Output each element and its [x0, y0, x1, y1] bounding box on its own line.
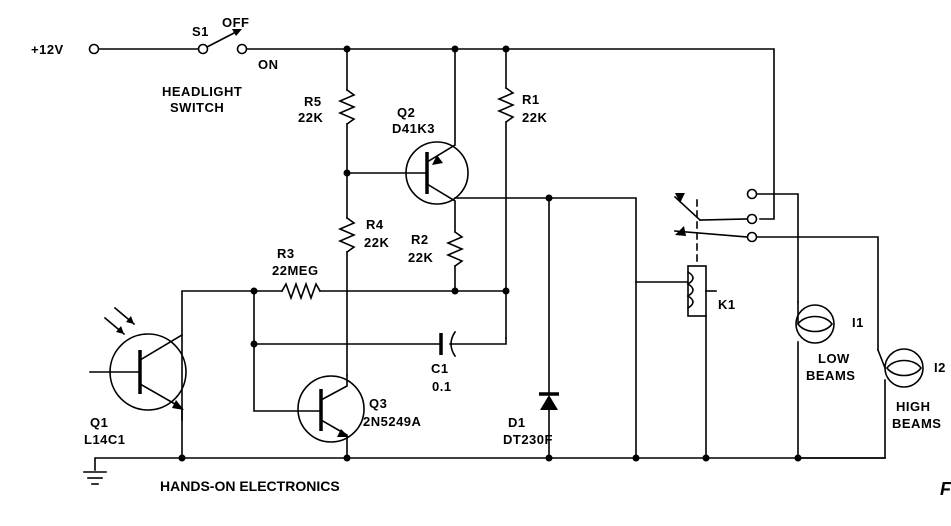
i1-line1: LOW — [818, 351, 850, 366]
switch-name-line2: SWITCH — [170, 100, 224, 115]
resistor-r2 — [445, 230, 465, 268]
r3-ref: R3 — [277, 246, 295, 261]
transistor-q3 — [297, 374, 365, 459]
supply-terminal — [88, 43, 100, 55]
d1-ref: D1 — [508, 415, 526, 430]
switch-on-label: ON — [258, 57, 279, 72]
q2-ref: Q2 — [397, 105, 415, 120]
diode-d1 — [539, 392, 559, 410]
phototransistor-q1 — [89, 333, 187, 459]
r4-ref: R4 — [366, 217, 384, 232]
wire — [253, 290, 299, 412]
resistor-r3 — [280, 281, 322, 301]
wire — [876, 348, 887, 370]
q2-part: D41K3 — [392, 121, 435, 136]
wire — [449, 337, 507, 345]
resistor-r5 — [337, 88, 357, 126]
junction-dot — [178, 454, 186, 462]
i2-line2: BEAMS — [892, 416, 941, 431]
ground-rail — [94, 457, 886, 471]
light-arrows-icon — [103, 306, 136, 336]
r5-ref: R5 — [304, 94, 322, 109]
junction-dot — [451, 287, 459, 295]
q2-collector-wire — [454, 197, 689, 283]
junction-dot — [502, 287, 510, 295]
transistor-q2 — [346, 48, 469, 233]
q1-ref: Q1 — [90, 415, 108, 430]
low-beam-wire — [756, 193, 799, 303]
i2-line1: HIGH — [896, 399, 931, 414]
junction-dot — [343, 454, 351, 462]
r2-ref: R2 — [411, 232, 429, 247]
r3-value: 22MEG — [272, 263, 319, 278]
supply-label: +12V — [31, 42, 64, 57]
r1-value: 22K — [522, 110, 547, 125]
d1-part: DT230F — [503, 432, 553, 447]
junction-dot — [632, 454, 640, 462]
junction-dot — [794, 454, 802, 462]
switch-off-label: OFF — [222, 15, 250, 30]
r2-value: 22K — [408, 250, 433, 265]
resistor-r4 — [337, 216, 357, 254]
q3-ref: Q3 — [369, 396, 387, 411]
lamp-i1 — [795, 304, 835, 344]
q3-part: 2N5249A — [363, 414, 422, 429]
i2-ref: I2 — [934, 360, 946, 375]
q1-part: L14C1 — [84, 432, 126, 447]
junction-dot — [545, 454, 553, 462]
k1-ref: K1 — [718, 297, 736, 312]
junction-dot — [250, 340, 258, 348]
i1-line2: BEAMS — [806, 368, 855, 383]
wire — [181, 290, 283, 421]
r5-value: 22K — [298, 110, 323, 125]
publisher-credit: HANDS-ON ELECTRONICS — [160, 478, 340, 494]
ground-icon — [83, 471, 107, 485]
lamp-i2 — [884, 348, 924, 388]
switch-name-line1: HEADLIGHT — [162, 84, 242, 99]
switch-ref: S1 — [192, 24, 209, 39]
junction-dot — [343, 169, 351, 177]
junction-dot — [702, 454, 710, 462]
r1-ref: R1 — [522, 92, 540, 107]
resistor-r1 — [496, 86, 516, 124]
c1-value: 0.1 — [432, 379, 452, 394]
wire — [797, 379, 886, 459]
relay-k1 — [673, 188, 758, 317]
figure-mark: F — [940, 479, 951, 499]
r4-value: 22K — [364, 235, 389, 250]
c1-ref: C1 — [431, 361, 449, 376]
high-beam-wire — [756, 236, 879, 351]
top-rail — [246, 48, 775, 220]
i1-ref: I1 — [852, 315, 864, 330]
headlight-switch-s1 — [197, 29, 248, 55]
